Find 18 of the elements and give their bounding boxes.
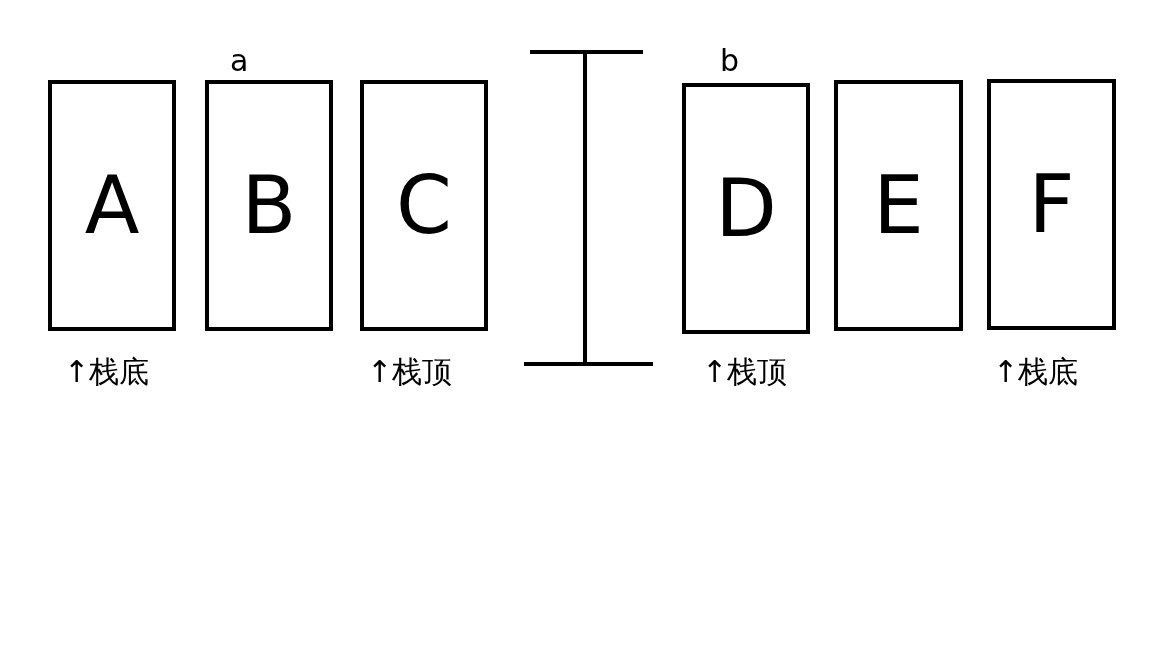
pointer-label: ↑栈底: [64, 357, 150, 387]
pointer-label: ↑栈顶: [367, 357, 453, 387]
box-letter: E: [873, 165, 924, 246]
pointer-label: a: [230, 46, 249, 76]
box-letter: C: [396, 165, 452, 246]
pointer-label: b: [720, 46, 740, 76]
pointer-label: ↑栈顶: [702, 357, 788, 387]
stack-box: [205, 80, 333, 331]
pointer-label: ↑栈底: [993, 357, 1079, 387]
stack-box: [987, 79, 1116, 330]
box-letter: B: [241, 165, 297, 246]
box-letter: A: [84, 165, 140, 246]
box-letter: F: [1028, 164, 1075, 245]
stack-box: [48, 80, 176, 331]
stack-box: [360, 80, 488, 331]
box-letter: D: [715, 168, 777, 249]
stack-box: [834, 80, 963, 331]
stack-box: [682, 83, 810, 334]
